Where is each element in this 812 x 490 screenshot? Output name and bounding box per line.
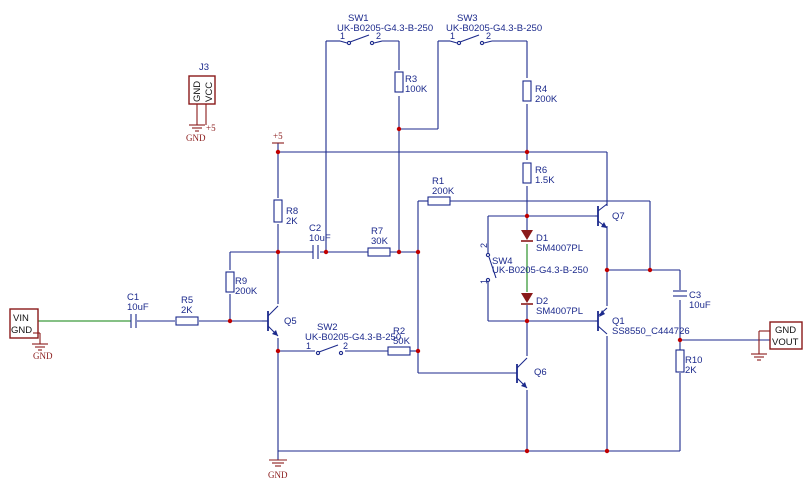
r1-value-label: 200K — [432, 186, 455, 197]
resistor-r4[interactable]: R4 200K — [522, 80, 558, 105]
wires — [38, 40, 770, 460]
c3-ref-label: C3 — [689, 290, 701, 301]
switch-sw1[interactable]: SW1 UK-B0205-G4.3-B-250 1 2 — [337, 13, 433, 46]
d2-value-label: SM4007PL — [536, 306, 583, 317]
diode-d2[interactable]: D2 SM4007PL — [521, 293, 583, 317]
sw3-ref-label: SW3 — [457, 13, 478, 24]
resistor-r3[interactable]: R3 100K — [394, 71, 428, 95]
junctions — [227, 126, 683, 454]
r10-ref-label: R10 — [685, 355, 702, 366]
r3-value-label: 100K — [405, 84, 428, 95]
resistor-r6[interactable]: R6 1.5K — [522, 162, 555, 186]
connector-vout[interactable]: GND VOUT — [769, 321, 803, 350]
r7-value-label: 30K — [371, 236, 389, 247]
r9-ref-label: R9 — [235, 276, 247, 287]
q5-ref-label: Q5 — [284, 316, 297, 327]
r4-value-label: 200K — [535, 94, 558, 105]
sw1-ref-label: SW1 — [348, 13, 369, 24]
q1-value-label: SS8550_C444726 — [612, 326, 690, 337]
resistor-r7[interactable]: R7 30K — [367, 226, 391, 257]
j3-ref-label: J3 — [199, 62, 209, 73]
resistor-r5[interactable]: R5 2K — [175, 295, 199, 326]
transistor-q1[interactable]: Q1 SS8550_C444726 — [595, 307, 690, 337]
r7-ref-label: R7 — [371, 226, 383, 237]
switch-sw3[interactable]: SW3 UK-B0205-G4.3-B-250 1 2 — [446, 13, 542, 46]
vout-pin-label: VOUT — [772, 337, 799, 348]
switch-sw4[interactable]: SW4 UK-B0205-G4.3-B-250 2 1 — [479, 240, 588, 300]
capacitor-c2[interactable]: C2 10uF — [309, 223, 331, 259]
j3-vcc-net-label: +5 — [206, 123, 216, 133]
r3-ref-label: R3 — [405, 74, 417, 85]
ground-symbol-vout — [751, 330, 770, 361]
r6-ref-label: R6 — [535, 165, 547, 176]
sw1-pin1-label: 1 — [340, 31, 345, 41]
d1-ref-label: D1 — [536, 233, 548, 244]
resistor-r10[interactable]: R10 2K — [675, 349, 702, 376]
r10-value-label: 2K — [685, 365, 697, 376]
capacitor-c3[interactable]: C3 10uF — [673, 290, 711, 311]
sw2-value-label: UK-B0205-G4.3-B-250 — [305, 332, 401, 343]
r8-ref-label: R8 — [286, 206, 298, 217]
q1-ref-label: Q1 — [612, 316, 625, 327]
j3-vcc-pin-label: VCC — [204, 82, 215, 102]
gnd-net-label-vin: GND — [33, 351, 53, 361]
ground-symbol-vin: GND — [32, 332, 53, 361]
resistor-r2[interactable]: R2 50K — [387, 326, 411, 356]
diode-d1[interactable]: D1 SM4007PL — [521, 230, 583, 254]
r2-value-label: 50K — [393, 336, 411, 347]
vin-pin-label: VIN — [13, 313, 29, 324]
r4-ref-label: R4 — [535, 84, 547, 95]
sw1-value-label: UK-B0205-G4.3-B-250 — [337, 23, 433, 34]
r8-value-label: 2K — [286, 216, 298, 227]
transistor-q5[interactable]: Q5 — [262, 305, 297, 337]
sw3-value-label: UK-B0205-G4.3-B-250 — [446, 23, 542, 34]
sw3-pin2-label: 2 — [486, 31, 491, 41]
c2-value-label: 10uF — [309, 233, 331, 244]
sw2-ref-label: SW2 — [317, 322, 338, 333]
capacitor-c1[interactable]: C1 10uF — [127, 292, 149, 328]
r1-ref-label: R1 — [432, 176, 444, 187]
vout-gnd-pin-label: GND — [775, 325, 796, 336]
c2-ref-label: C2 — [309, 223, 321, 234]
sw2-pin1-label: 1 — [306, 341, 311, 351]
connector-vin[interactable]: VIN GND — [9, 308, 39, 339]
c1-value-label: 10uF — [127, 302, 149, 313]
ground-symbol-main: GND — [268, 459, 288, 480]
switch-sw2[interactable]: SW2 UK-B0205-G4.3-B-250 1 2 — [305, 322, 401, 356]
d2-ref-label: D2 — [536, 296, 548, 307]
resistor-r8[interactable]: R8 2K — [273, 199, 298, 227]
gnd-net-label-main: GND — [268, 470, 288, 480]
q7-ref-label: Q7 — [612, 211, 625, 222]
sw4-ref-label: SW4 — [492, 256, 513, 267]
d1-value-label: SM4007PL — [536, 243, 583, 254]
transistor-q7[interactable]: Q7 — [595, 203, 625, 229]
sw4-value-label: UK-B0205-G4.3-B-250 — [492, 265, 588, 276]
sw3-pin1-label: 1 — [450, 31, 455, 41]
sw1-pin2-label: 2 — [376, 31, 381, 41]
resistor-r1[interactable]: R1 200K — [427, 176, 455, 206]
transistor-q6[interactable]: Q6 — [516, 357, 547, 389]
sw4-pin1-label: 1 — [479, 279, 489, 284]
vcc-symbol: +5 — [272, 131, 284, 144]
r6-value-label: 1.5K — [535, 175, 555, 186]
vcc-net-label: +5 — [273, 131, 283, 141]
c1-ref-label: C1 — [127, 292, 139, 303]
r5-value-label: 2K — [181, 305, 193, 316]
resistor-r9[interactable]: R9 200K — [225, 271, 258, 297]
q6-ref-label: Q6 — [534, 367, 547, 378]
r9-value-label: 200K — [235, 286, 258, 297]
c3-value-label: 10uF — [689, 300, 711, 311]
j3-gnd-pin-label: GND — [192, 81, 203, 102]
sw2-pin2-label: 2 — [343, 341, 348, 351]
r5-ref-label: R5 — [181, 295, 193, 306]
vin-gnd-pin-label: GND — [11, 325, 32, 336]
sw4-pin2-label: 2 — [479, 243, 489, 248]
connector-j3[interactable]: J3 GND VCC GND +5 — [186, 62, 216, 143]
r2-ref-label: R2 — [393, 326, 405, 337]
j3-gnd-net-label: GND — [186, 133, 206, 143]
